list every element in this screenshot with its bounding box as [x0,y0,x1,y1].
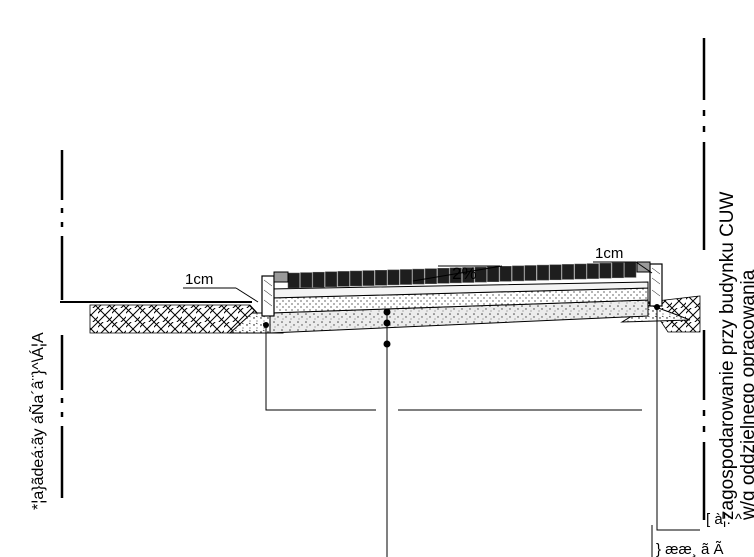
paving-block [287,272,300,289]
paving-block [300,272,313,288]
paving-block [350,270,363,287]
paving-block [499,266,512,282]
paving-block [325,271,338,288]
paving-block [487,266,500,282]
callout-bottom-line2: } ææ¸ ã Ã [656,541,724,557]
paving-block [449,267,462,284]
paving-block [474,266,487,283]
paving-block [387,269,400,286]
paving-block [375,270,388,286]
slope-label: 2% [452,264,477,283]
paving-block [312,271,325,288]
paving-block [424,268,437,284]
right-vertical-label-1: zagospodarowanie przy budynku CUW [717,191,738,520]
paving-block [337,271,350,287]
paving-block [624,262,637,278]
gap-label-right: 1cm [595,245,623,262]
soil-hatch-left [60,301,263,334]
callout-bottom-right: [ à¦: ^ [706,511,742,528]
paving-block [399,269,412,285]
leader-lines [183,261,700,557]
paving-block [599,262,612,279]
paving-block [561,264,574,280]
paving-block [362,270,375,286]
paving-block [611,262,624,279]
right-vertical-label-2: w/g oddzielnego opracowania [738,269,754,521]
paving-block [586,263,599,279]
paving-block [537,264,550,281]
paving-block [462,267,475,283]
left-vertical-label: *¦a}ãdeá:ãy áÑa´â¨}^\Á¦A [27,332,47,510]
paving-block [549,264,562,281]
paving-block [574,263,587,280]
paving-block [512,265,525,282]
paving-block [412,268,425,285]
paving-block [524,265,537,281]
gap-label-left: 1cm [185,271,213,288]
curb-left [261,271,289,317]
